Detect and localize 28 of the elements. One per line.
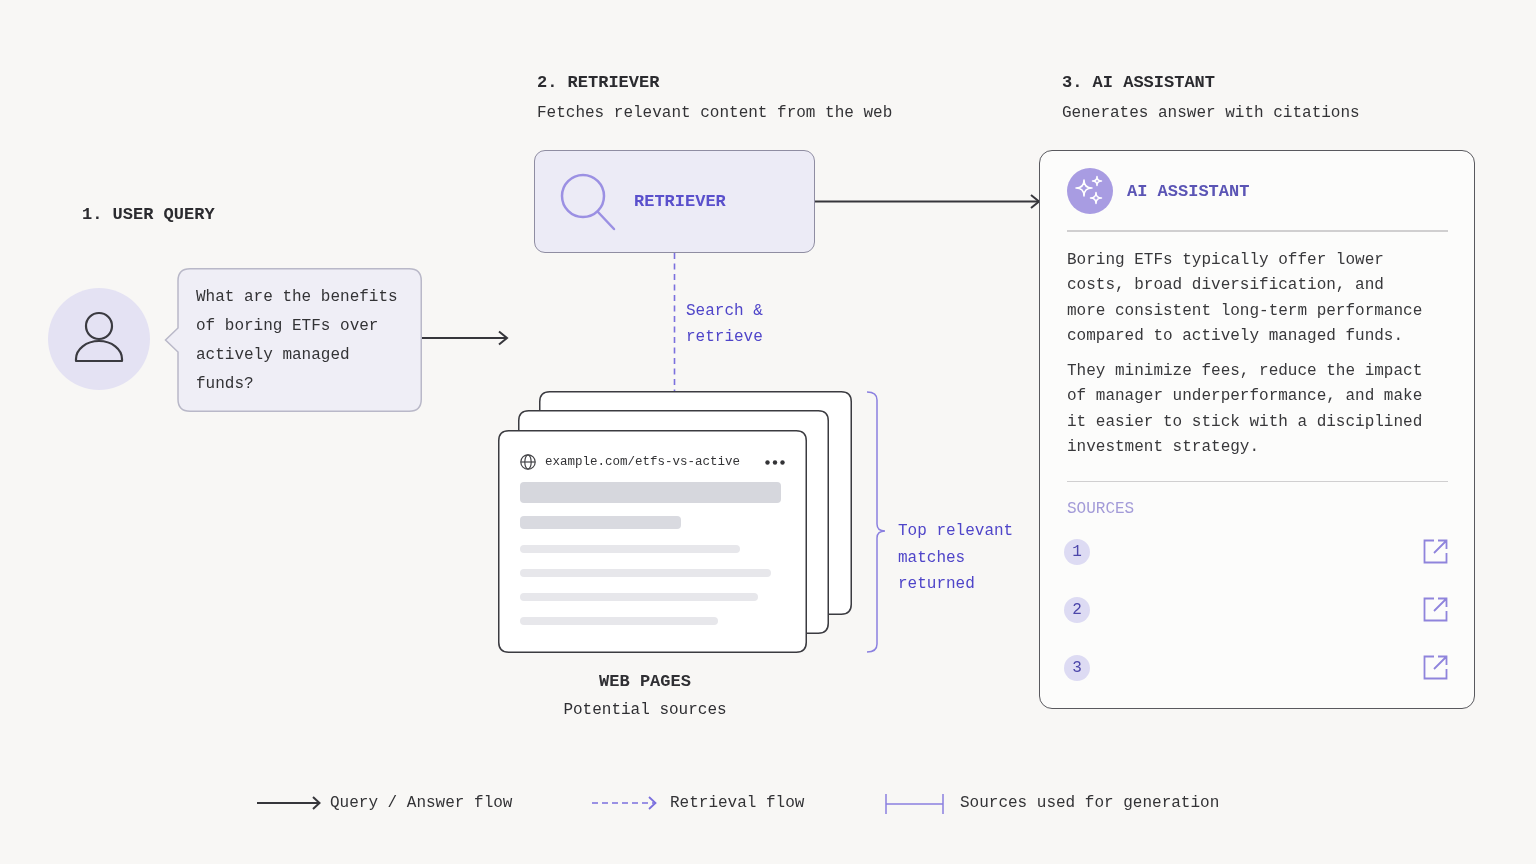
legend-text: Query / Answer flow: [330, 793, 513, 814]
section-heading: 2. RETRIEVER: [537, 72, 660, 94]
annotation: Top relevant matches returned: [898, 521, 1015, 595]
speech-bubble: [164, 268, 422, 412]
citation-number: 1: [1064, 539, 1090, 565]
answer-paragraph: Boring ETFs typically offer lower costs, broad diversification, and more consistent long-term performance compared to actively managed funds.: [1067, 249, 1424, 347]
citation-number: 2: [1064, 597, 1090, 623]
web-page-stack: [498, 391, 852, 653]
answer-paragraph: They minimize fees, reduce the impact of manager underperformance, and make it easier to stick with a disciplined investment strategy.: [1067, 360, 1424, 458]
box-title: RETRIEVER: [634, 192, 726, 211]
retriever-box: [534, 150, 815, 253]
card-title: AI ASSISTANT: [1127, 181, 1250, 201]
section-label: SOURCES: [1067, 499, 1135, 519]
url-text: example.com/etfs-vs-active: [545, 455, 741, 469]
caption-subtitle: Potential sources: [563, 700, 727, 721]
citation-number: 3: [1064, 655, 1090, 681]
arrow: [421, 330, 508, 346]
legend-text: Sources used for generation: [960, 793, 1220, 814]
section-heading: 3. AI ASSISTANT: [1062, 72, 1216, 94]
dashed-connector: [673, 252, 676, 392]
legend-text: Retrieval flow: [670, 793, 805, 814]
arrow: [814, 194, 1040, 209]
answer-card: [1039, 150, 1475, 709]
section-heading: 1. USER QUERY: [82, 204, 215, 226]
section-subtitle: Fetches relevant content from the web: [537, 103, 893, 124]
caption-title: WEB PAGES: [599, 671, 691, 693]
query-text: What are the benefits of boring ETFs over actively managed funds?: [196, 287, 399, 395]
section-subtitle: Generates answer with citations: [1062, 103, 1360, 124]
